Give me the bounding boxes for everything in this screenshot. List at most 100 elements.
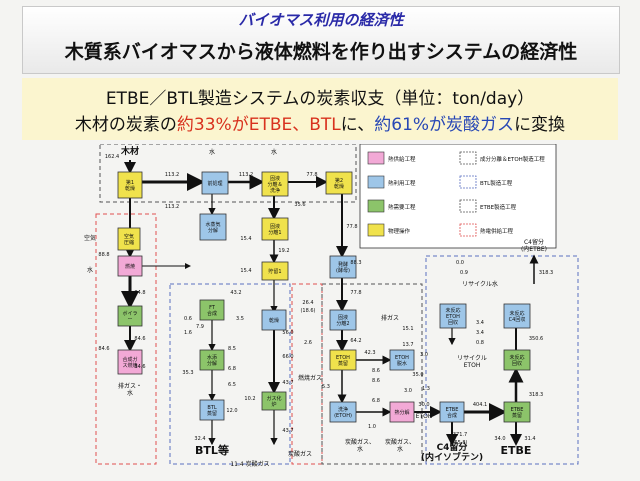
process-box xyxy=(503,303,531,329)
flow-value: 113.2 xyxy=(165,172,179,178)
process-box xyxy=(329,401,357,423)
flow-value: 1.3 xyxy=(422,386,430,392)
process-label: 空気圧縮 xyxy=(124,233,134,246)
legend-label: 熱需要工程 xyxy=(388,203,416,211)
flow-value: 64.2 xyxy=(350,338,361,344)
process-label: 固液分離＆洗浄 xyxy=(267,175,282,194)
flow-value: 32.4 xyxy=(194,436,205,442)
process-label: 固液分離2 xyxy=(336,314,349,327)
flow-value: 404.1 xyxy=(473,402,487,408)
highlight-text-b: 約33%がETBE、BTL xyxy=(176,115,341,135)
legend-label: 熱利用工程 xyxy=(388,179,416,187)
flow-value: 113.2 xyxy=(239,172,253,178)
process-label: 未反応回収 xyxy=(509,354,524,367)
legend-swatch xyxy=(367,199,385,213)
flow-value: 7.9 xyxy=(196,324,204,330)
highlight-panel: ETBE／BTL製造システムの炭素収支（単位：ton/day） 木材の炭素の約3… xyxy=(22,78,618,140)
flow-value: 162.4 xyxy=(105,154,119,160)
legend-swatch xyxy=(459,175,477,189)
flow-label-waste: 排ガス xyxy=(381,314,399,322)
flow-value: 10.2 xyxy=(244,396,255,402)
region-btl xyxy=(169,283,291,465)
process-box xyxy=(117,305,143,327)
flow-value: 77.8 xyxy=(306,172,317,178)
flow-value: 3.4 xyxy=(476,320,484,326)
flow-label-exhaust: 排ガス・水 xyxy=(118,382,142,397)
process-box xyxy=(503,401,531,423)
legend-label: ETBE製造工程 xyxy=(480,203,517,211)
process-box xyxy=(261,261,289,281)
process-box xyxy=(261,171,289,197)
flow-value: 3.5 xyxy=(236,316,244,322)
process-box xyxy=(439,303,467,329)
flow-value: 84.6 xyxy=(98,346,109,352)
process-label: 水蒸気分解 xyxy=(205,221,220,234)
flow-value: 88.8 xyxy=(98,252,109,258)
process-label: 前処理 xyxy=(207,180,222,187)
highlight-text-e: に変換 xyxy=(514,115,566,135)
header-subtitle: バイオマス利用の経済性 xyxy=(238,11,404,29)
flow-value: 35.3 xyxy=(182,370,193,376)
flow-value: 35.6 xyxy=(294,202,305,208)
process-box xyxy=(329,255,357,279)
flow-label-co2_c: 炭酸ガス、水 xyxy=(385,438,415,453)
legend-label: BTL製造工程 xyxy=(480,179,513,187)
flow-value: 8.5 xyxy=(228,346,236,352)
process-label: ガス化炉 xyxy=(266,395,281,408)
flow-value: 15.4 xyxy=(240,268,251,274)
flow-label-c4top: C4留分(内ETBE) xyxy=(521,238,547,253)
process-box xyxy=(389,401,415,423)
process-label: 発酵(酵母) xyxy=(336,261,350,274)
highlight-line2: 木材の炭素の約33%がETBE、BTLに、約61%が炭酸ガスに変換 xyxy=(22,110,618,135)
flow-value: 350.6 xyxy=(529,336,543,342)
highlight-text-c: に、 xyxy=(340,115,375,135)
flow-label-water3: 水 xyxy=(87,266,93,274)
flow-value: 5.3 xyxy=(322,384,330,390)
process-box xyxy=(199,213,227,241)
flow-label-etoh: ETOH xyxy=(416,413,433,420)
region-etbe xyxy=(425,255,579,465)
flow-label-co2_a: 炭酸ガス、水 xyxy=(345,438,375,453)
flow-value: 0.8 xyxy=(476,340,484,346)
flow-value: 0.6 xyxy=(184,316,192,322)
flow-label-co2_b: 炭酸ガス xyxy=(288,450,312,458)
flow-value: 6.8 xyxy=(228,366,236,372)
flow-value: 84.6 xyxy=(134,336,145,342)
process-box xyxy=(329,309,357,331)
process-box xyxy=(199,349,225,371)
flow-label-etbe: ETBE xyxy=(501,444,532,457)
flow-value: 34.0 xyxy=(494,436,505,442)
flow-value: 2.6 xyxy=(304,340,312,346)
flow-value: 3.4 xyxy=(476,330,484,336)
process-label: 乾燥 xyxy=(269,317,279,324)
flow-value: 35.0 xyxy=(412,372,423,378)
legend-swatch xyxy=(459,151,477,165)
legend-swatch xyxy=(459,223,477,237)
flow-value: 56.0 xyxy=(282,330,293,336)
flow-value: 66.0 xyxy=(282,354,293,360)
flow-value: 43.2 xyxy=(230,290,241,296)
legend-label: 成分分離＆ETOH製造工程 xyxy=(480,155,545,163)
process-box xyxy=(117,349,143,375)
process-label: 洗浄(ETOH) xyxy=(334,406,352,419)
header-title: 木質系バイオマスから液体燃料を作り出すシステムの経済性 xyxy=(64,41,578,63)
process-box xyxy=(117,171,143,199)
flow-value: 26.4 xyxy=(302,300,313,306)
flow-value: 15.1 xyxy=(402,326,413,332)
region-pretreat xyxy=(99,144,357,203)
process-box xyxy=(329,349,357,371)
legend-swatch xyxy=(367,151,385,165)
process-box xyxy=(117,255,143,277)
flow-value: 31.4 xyxy=(524,436,535,442)
flow-value: 15.4 xyxy=(240,236,251,242)
process-label: 貯留1 xyxy=(268,268,281,275)
process-label: 合成ガス燃焼 xyxy=(122,356,137,369)
